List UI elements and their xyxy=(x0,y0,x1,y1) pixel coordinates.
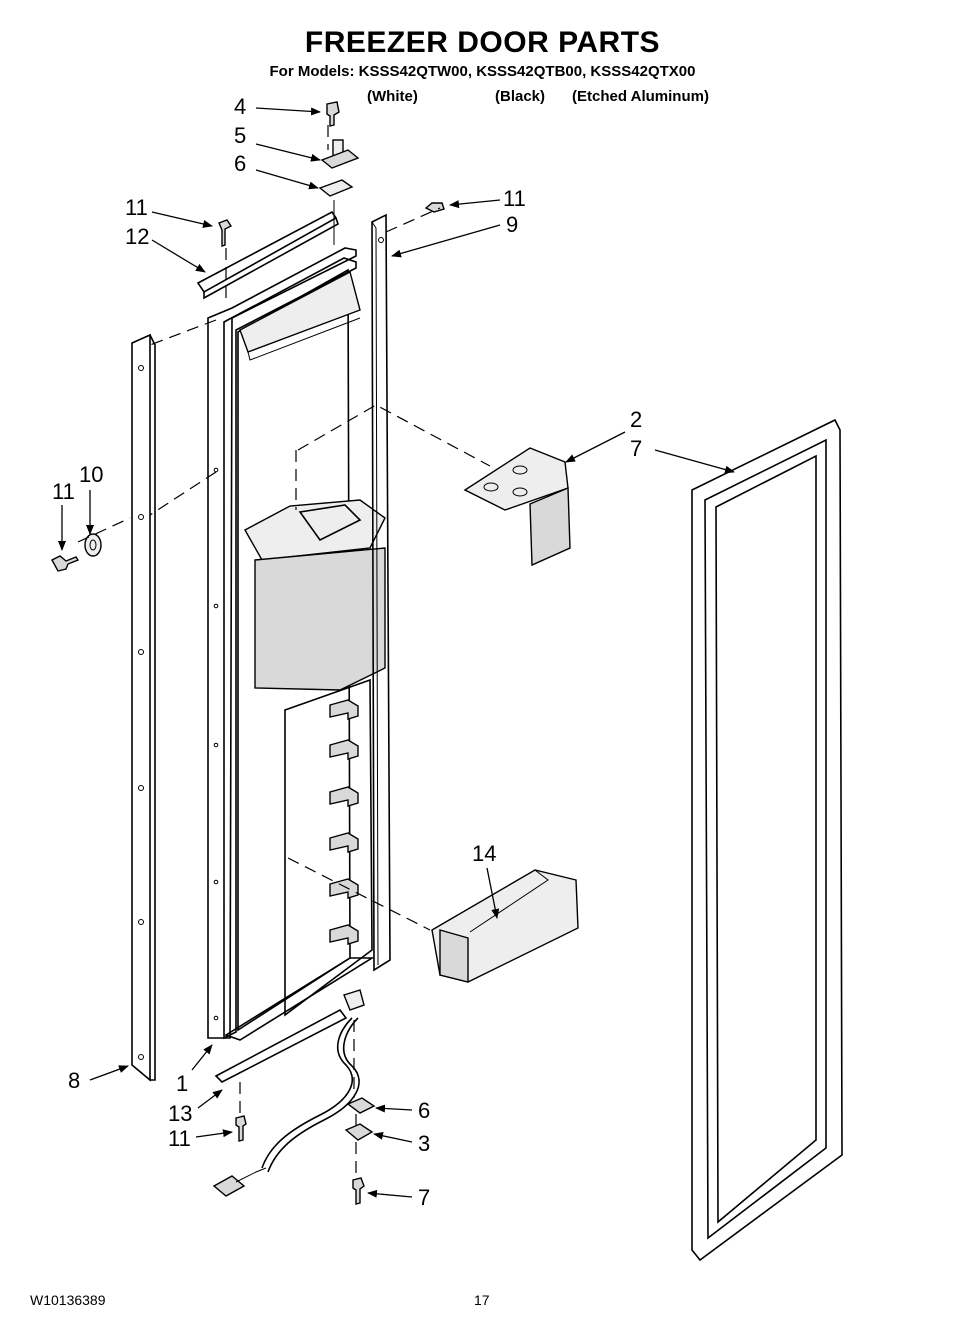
water-tube xyxy=(261,1017,353,1169)
part-11-screw-left xyxy=(51,555,80,572)
callout-12: 12 xyxy=(125,224,150,249)
exploded-view-lines xyxy=(77,125,491,1180)
water-tube-inner xyxy=(267,1017,360,1173)
top-hinge-group xyxy=(318,101,360,245)
part-9-right-trim xyxy=(371,213,391,972)
part-1-door-liner xyxy=(207,247,386,1041)
part-11-screw-top-left xyxy=(218,219,233,247)
callout-11-left: 11 xyxy=(52,479,75,504)
finish-black: (Black) xyxy=(495,88,546,105)
part-2-hinge-plate xyxy=(463,447,571,567)
callout-11-top-right: 11 xyxy=(503,186,526,211)
models-line: For Models: KSSS42QTW00, KSSS42QTB00, KS… xyxy=(269,63,696,80)
wire-connector xyxy=(212,1167,267,1197)
callout-6-bottom: 6 xyxy=(418,1098,431,1123)
callout-3: 3 xyxy=(418,1131,431,1156)
part-6-bottom-hinge-shim xyxy=(346,1097,376,1114)
callout-1: 1 xyxy=(176,1071,189,1096)
callout-4: 4 xyxy=(234,94,247,119)
part-8-side-trim xyxy=(131,333,156,1082)
document-number: W10136389 xyxy=(30,1292,106,1308)
callout-9: 9 xyxy=(506,212,519,237)
callout-2: 2 xyxy=(630,407,643,432)
callout-11-top-left: 11 xyxy=(125,195,148,220)
part-13-bottom-trim xyxy=(214,1008,348,1083)
part-12-top-trim xyxy=(196,210,339,300)
callout-8: 8 xyxy=(68,1068,81,1093)
callout-14: 14 xyxy=(472,841,497,866)
page-number: 17 xyxy=(474,1292,490,1308)
finish-etched-aluminum: (Etched Aluminum) xyxy=(572,88,709,105)
part-3-bottom-hinge xyxy=(344,1123,374,1141)
part-14-door-bin xyxy=(431,869,579,983)
part-7-screw-bottom xyxy=(352,1177,365,1205)
callout-11-bottom: 11 xyxy=(168,1126,191,1151)
callout-7-right: 7 xyxy=(630,436,643,461)
part-11-screw-bottom xyxy=(235,1115,247,1142)
part-7-door-gasket xyxy=(691,418,843,1262)
callout-13: 13 xyxy=(168,1101,193,1126)
callout-10: 10 xyxy=(79,462,104,487)
shelf-retainers xyxy=(329,699,359,945)
page-title: FREEZER DOOR PARTS xyxy=(304,26,661,59)
part-11-screw-top-right xyxy=(424,202,445,213)
bottom-hinge-bracket xyxy=(343,989,365,1011)
callout-6-top: 6 xyxy=(234,151,247,176)
callout-5: 5 xyxy=(234,123,247,148)
finish-white: (White) xyxy=(367,88,418,105)
callout-leaders xyxy=(58,107,735,1198)
callout-7-bottom: 7 xyxy=(418,1185,431,1210)
